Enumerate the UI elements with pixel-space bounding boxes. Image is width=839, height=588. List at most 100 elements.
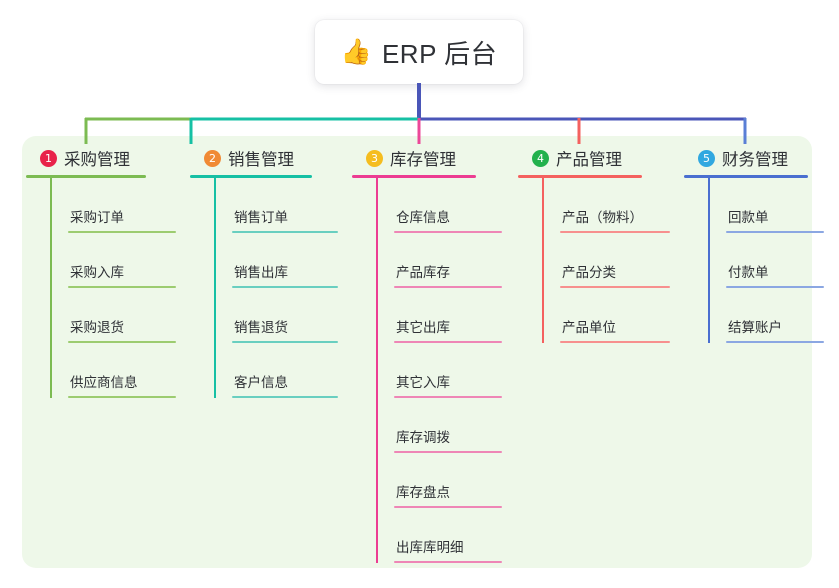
leaf-item[interactable]: 付款单	[708, 233, 824, 288]
leaf-item[interactable]: 客户信息	[214, 343, 338, 398]
branch-badge-5: 5	[698, 149, 715, 167]
leaf-item-label: 销售退货	[234, 320, 288, 335]
branch-header-1[interactable]: 1 采购管理	[26, 146, 176, 170]
leaf-item[interactable]: 产品库存	[376, 233, 502, 288]
branch-underline-4	[518, 175, 642, 178]
leaf-item-label: 采购订单	[70, 210, 124, 225]
leaf-item[interactable]: 其它出库	[376, 288, 502, 343]
leaf-item-underline	[726, 231, 824, 233]
leaf-list-4: 产品（物料） 产品分类产品单位	[518, 178, 670, 343]
branch-underline-5	[684, 175, 808, 178]
leaf-item-underline	[394, 231, 502, 233]
leaf-item-label: 出库库明细	[396, 540, 464, 555]
leaf-item-label: 结算账户	[728, 320, 782, 335]
leaf-item[interactable]: 库存调拨	[376, 398, 502, 453]
leaf-item-underline	[560, 286, 670, 288]
leaf-item-label: 采购入库	[70, 265, 124, 280]
leaf-item-label: 回款单	[728, 210, 769, 225]
leaf-item-underline	[394, 396, 502, 398]
leaf-item[interactable]: 回款单	[708, 178, 824, 233]
leaf-item-underline	[68, 341, 176, 343]
leaf-item-label: 销售出库	[234, 265, 288, 280]
branch-underline-1	[26, 175, 146, 178]
leaf-item-underline	[726, 286, 824, 288]
leaf-item[interactable]: 库存盘点	[376, 453, 502, 508]
leaf-item-underline	[394, 561, 502, 563]
root-node[interactable]: 👍 ERP 后台	[315, 20, 523, 84]
branch-badge-4: 4	[532, 149, 549, 167]
branch-column-2: 2 销售管理销售订单销售出库销售退货客户信息	[190, 146, 338, 398]
leaf-item[interactable]: 产品（物料）	[542, 178, 670, 233]
leaf-list-3: 仓库信息产品库存其它出库其它入库库存调拨库存盘点出库库明细	[352, 178, 502, 563]
leaf-item[interactable]: 采购退货	[50, 288, 176, 343]
leaf-item-label: 采购退货	[70, 320, 124, 335]
leaf-list-1: 采购订单采购入库采购退货供应商信息	[26, 178, 176, 398]
leaf-item[interactable]: 产品分类	[542, 233, 670, 288]
branch-header-5[interactable]: 5 财务管理	[684, 146, 824, 170]
branch-panel	[22, 136, 812, 568]
branch-underline-3	[352, 175, 476, 178]
branch-title-5: 财务管理	[722, 151, 788, 169]
leaf-item[interactable]: 产品单位	[542, 288, 670, 343]
branch-header-4[interactable]: 4 产品管理	[518, 146, 670, 170]
branch-badge-3: 3	[366, 149, 383, 167]
branch-badge-2: 2	[204, 149, 221, 167]
leaf-spine-3	[376, 178, 378, 563]
leaf-item-label: 产品库存	[396, 265, 450, 280]
leaf-item-underline	[232, 396, 338, 398]
leaf-item-underline	[232, 341, 338, 343]
leaf-list-2: 销售订单销售出库销售退货客户信息	[190, 178, 338, 398]
leaf-spine-2	[214, 178, 216, 398]
leaf-item[interactable]: 仓库信息	[376, 178, 502, 233]
leaf-item[interactable]: 结算账户	[708, 288, 824, 343]
leaf-item[interactable]: 其它入库	[376, 343, 502, 398]
leaf-item[interactable]: 采购入库	[50, 233, 176, 288]
leaf-item[interactable]: 供应商信息	[50, 343, 176, 398]
branch-title-4: 产品管理	[556, 151, 622, 169]
leaf-list-5: 回款单付款单结算账户	[684, 178, 824, 343]
branch-badge-1: 1	[40, 149, 57, 167]
leaf-item-label: 产品分类	[562, 265, 616, 280]
leaf-item-label: 销售订单	[234, 210, 288, 225]
leaf-item-label: 库存盘点	[396, 485, 450, 500]
leaf-item-label: 其它入库	[396, 375, 450, 390]
branch-underline-2	[190, 175, 312, 178]
leaf-item[interactable]: 出库库明细	[376, 508, 502, 563]
leaf-item[interactable]: 采购订单	[50, 178, 176, 233]
leaf-item-underline	[394, 451, 502, 453]
leaf-item-underline	[394, 341, 502, 343]
leaf-item-underline	[68, 231, 176, 233]
leaf-item-label: 客户信息	[234, 375, 288, 390]
leaf-item[interactable]: 销售出库	[214, 233, 338, 288]
leaf-item-underline	[394, 506, 502, 508]
leaf-item-underline	[68, 286, 176, 288]
branch-column-5: 5 财务管理回款单付款单结算账户	[684, 146, 824, 343]
leaf-spine-4	[542, 178, 544, 343]
leaf-spine-1	[50, 178, 52, 398]
leaf-item-underline	[68, 396, 176, 398]
leaf-item-underline	[560, 341, 670, 343]
leaf-item-label: 其它出库	[396, 320, 450, 335]
leaf-item-underline	[726, 341, 824, 343]
branch-title-1: 采购管理	[64, 151, 130, 169]
branch-title-2: 销售管理	[228, 151, 294, 169]
leaf-item-underline	[560, 231, 670, 233]
thumbs-up-icon: 👍	[340, 37, 372, 66]
branch-column-1: 1 采购管理采购订单采购入库采购退货供应商信息	[26, 146, 176, 398]
leaf-item-label: 产品（物料）	[562, 210, 643, 225]
leaf-item-label: 库存调拨	[396, 430, 450, 445]
leaf-item-underline	[232, 286, 338, 288]
leaf-spine-5	[708, 178, 710, 343]
leaf-item-underline	[232, 231, 338, 233]
leaf-item-label: 付款单	[728, 265, 769, 280]
branch-header-2[interactable]: 2 销售管理	[190, 146, 338, 170]
root-node-title: ERP 后台	[381, 38, 498, 69]
leaf-item[interactable]: 销售订单	[214, 178, 338, 233]
leaf-item[interactable]: 销售退货	[214, 288, 338, 343]
branch-column-4: 4 产品管理产品（物料） 产品分类产品单位	[518, 146, 670, 343]
leaf-item-underline	[394, 286, 502, 288]
leaf-item-label: 产品单位	[562, 320, 616, 335]
